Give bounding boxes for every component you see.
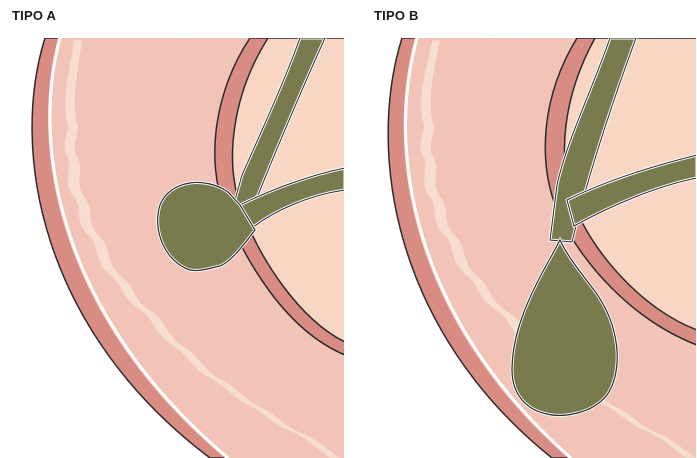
diagram-tipo-a (0, 0, 345, 458)
diagram-tipo-b (352, 0, 697, 458)
panel-tipo-b: TIPO B (352, 0, 697, 458)
panel-tipo-a: TIPO A (0, 0, 345, 458)
